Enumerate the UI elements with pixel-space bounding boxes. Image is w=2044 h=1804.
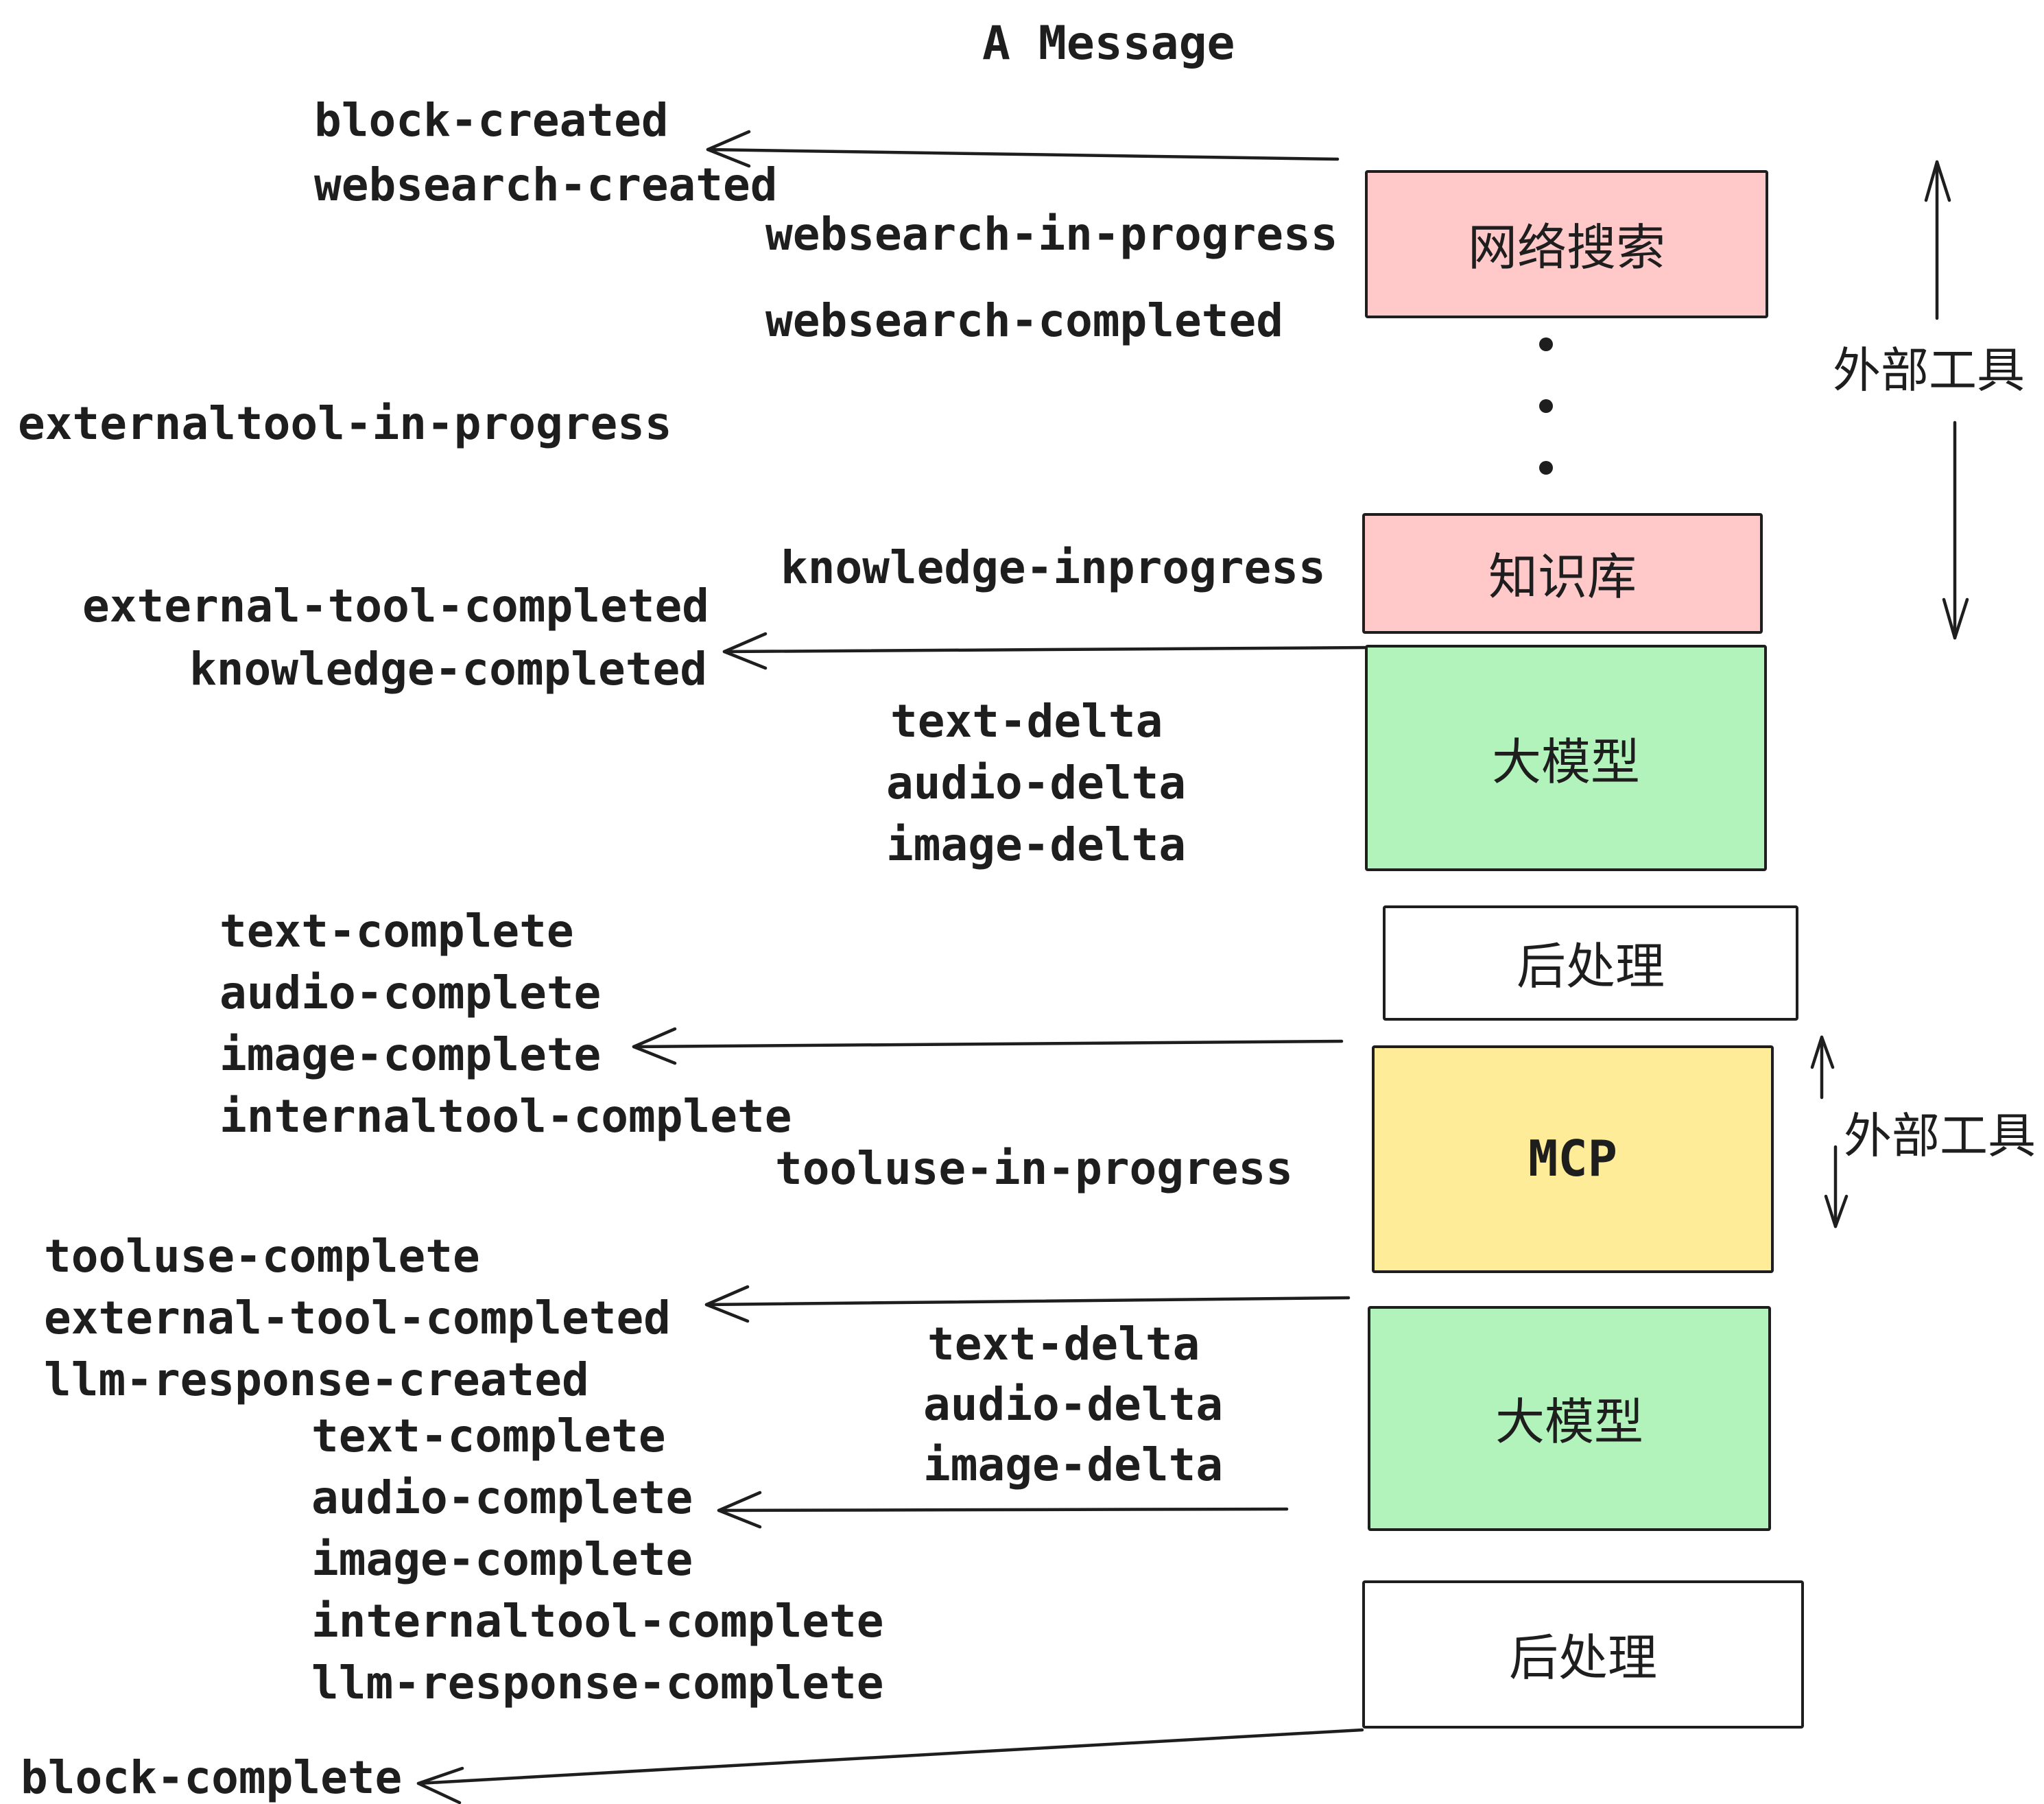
event-label-image-complete-1: image-complete	[219, 1028, 602, 1081]
arrow-to-external-tool-completed	[704, 1285, 1351, 1323]
event-label-audio-delta-1: audio-delta	[886, 756, 1187, 809]
box-llm-1-label: 大模型	[1491, 735, 1640, 791]
box-websearch-label: 网络搜索	[1467, 221, 1665, 277]
event-label-audio-delta-2: audio-delta	[923, 1377, 1224, 1431]
event-label-text-delta-1: text-delta	[890, 694, 1163, 748]
event-label-text-complete-1: text-complete	[219, 904, 574, 958]
event-label-external-tool-completed-2: external-tool-completed	[44, 1291, 671, 1344]
vertical-ellipsis-icon	[1536, 337, 1556, 475]
arrow-mcp-down	[1824, 1145, 1849, 1229]
arrow-to-audio-complete	[717, 1491, 1289, 1529]
event-label-block-created: block-created	[314, 93, 669, 147]
arrow-to-image-complete	[632, 1027, 1344, 1065]
box-postprocess-2-label: 后处理	[1508, 1631, 1657, 1687]
event-label-text-delta-2: text-delta	[927, 1317, 1200, 1370]
event-label-websearch-created: websearch-created	[314, 158, 778, 211]
arrow-to-block-created	[706, 130, 1340, 168]
side-label-external-tools-mcp: 外部工具	[1844, 1110, 2036, 1165]
box-llm-2: 大模型	[1368, 1306, 1771, 1531]
event-label-image-complete-2: image-complete	[311, 1532, 693, 1586]
diagram-title: A Message	[982, 16, 1235, 71]
event-label-tooluse-in-progress: tooluse-in-progress	[775, 1141, 1293, 1195]
event-label-audio-complete-2: audio-complete	[311, 1471, 693, 1524]
arrow-mcp-up	[1810, 1035, 1835, 1100]
box-postprocess-1: 后处理	[1383, 905, 1798, 1021]
box-postprocess-1-label: 后处理	[1516, 940, 1665, 996]
event-label-audio-complete-1: audio-complete	[219, 966, 602, 1019]
arrow-external-tools-down	[1942, 420, 1969, 640]
box-mcp: MCP	[1372, 1045, 1774, 1273]
arrow-to-block-complete	[416, 1728, 1364, 1804]
event-label-image-delta-2: image-delta	[923, 1438, 1224, 1491]
box-mcp-label: MCP	[1528, 1131, 1618, 1187]
event-label-websearch-completed: websearch-completed	[765, 294, 1283, 347]
box-llm-2-label: 大模型	[1495, 1395, 1643, 1451]
box-knowledge-label: 知识库	[1488, 550, 1637, 606]
box-llm-1: 大模型	[1365, 645, 1767, 871]
box-websearch: 网络搜索	[1365, 170, 1768, 318]
event-label-text-complete-2: text-complete	[311, 1409, 666, 1462]
event-label-image-delta-1: image-delta	[886, 818, 1187, 871]
event-label-websearch-in-progress: websearch-in-progress	[765, 207, 1338, 261]
event-label-knowledge-completed: knowledge-completed	[189, 642, 707, 696]
event-label-tooluse-complete: tooluse-complete	[44, 1229, 480, 1283]
side-label-external-tools-top: 外部工具	[1833, 344, 2025, 399]
event-label-internaltool-complete-1: internaltool-complete	[219, 1089, 792, 1143]
box-knowledge: 知识库	[1362, 513, 1763, 634]
arrow-to-knowledge-completed	[722, 632, 1370, 670]
event-label-block-complete: block-complete	[21, 1750, 403, 1804]
event-label-llm-response-complete: llm-response-complete	[311, 1656, 884, 1709]
arrow-external-tools-up	[1924, 160, 1951, 320]
event-label-llm-response-created: llm-response-created	[44, 1353, 589, 1406]
event-label-internaltool-complete-2: internaltool-complete	[311, 1594, 884, 1648]
event-label-knowledge-inprogress: knowledge-inprogress	[781, 541, 1326, 594]
box-postprocess-2: 后处理	[1362, 1580, 1804, 1729]
event-label-external-tool-completed-1: external-tool-completed	[82, 579, 709, 632]
event-label-externaltool-in-progress: externaltool-in-progress	[18, 396, 672, 450]
